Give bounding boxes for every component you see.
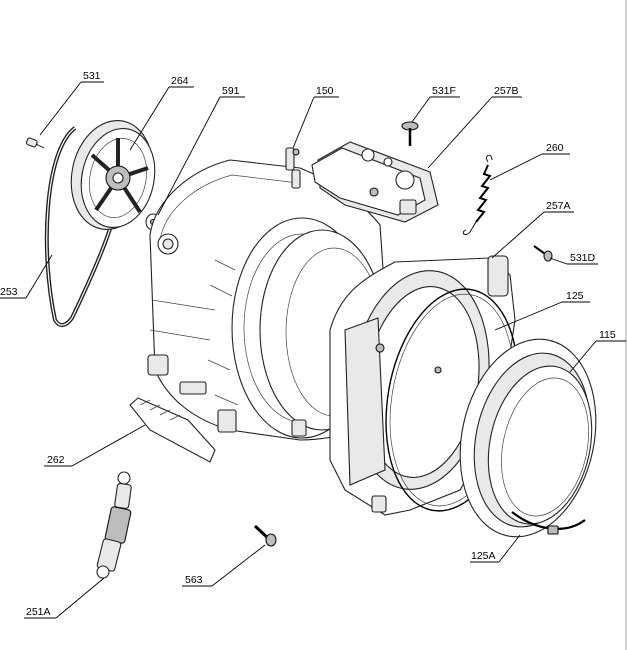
label-253: 253 — [0, 286, 18, 298]
label-531: 531 — [83, 70, 101, 82]
label-563: 563 — [185, 574, 203, 586]
part-563-bolt[interactable] — [253, 524, 277, 547]
part-531F-screw[interactable] — [401, 121, 419, 146]
part-125A-clamp[interactable] — [511, 511, 586, 535]
part-251A-shock-absorber[interactable] — [96, 471, 132, 579]
label-531F: 531F — [432, 85, 456, 97]
part-257B-counterweight[interactable] — [311, 141, 439, 223]
label-251A: 251A — [26, 606, 51, 618]
label-531D: 531D — [570, 252, 596, 264]
part-253-belt[interactable] — [44, 126, 120, 327]
part-264-pulley[interactable] — [61, 113, 163, 237]
part-531D-screw[interactable] — [533, 245, 553, 262]
part-labels: 531 264 591 150 531F 257B 260 257A 531D … — [0, 70, 616, 618]
label-260: 260 — [546, 142, 564, 154]
window-edge — [625, 0, 627, 650]
label-125A: 125A — [471, 550, 496, 562]
part-531-screw[interactable] — [25, 137, 45, 149]
part-115-door-seal[interactable] — [443, 326, 614, 549]
leader-lines — [0, 81, 626, 619]
part-262-cover[interactable] — [129, 397, 216, 463]
label-257B: 257B — [494, 85, 519, 97]
label-262: 262 — [47, 454, 65, 466]
label-264: 264 — [171, 75, 189, 87]
label-591: 591 — [222, 85, 240, 97]
label-150: 150 — [316, 85, 334, 97]
label-257A: 257A — [546, 200, 571, 212]
label-125: 125 — [566, 290, 584, 302]
part-260-spring[interactable] — [462, 154, 493, 235]
label-115: 115 — [599, 329, 616, 341]
